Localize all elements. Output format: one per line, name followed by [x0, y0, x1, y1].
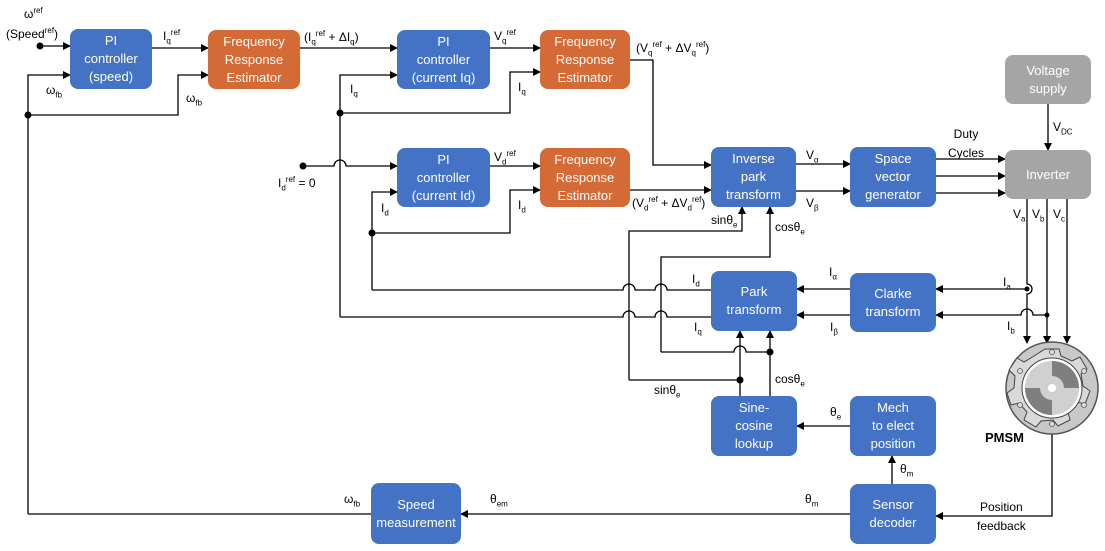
label-cos-theta-e-top: cosθe [775, 220, 805, 237]
label-v-beta: Vβ [806, 196, 819, 213]
speed-measurement-block: Speed measurement [371, 483, 461, 544]
label-speed-ref: (Speedref) [6, 26, 59, 41]
wire-iq-fb-fre [340, 68, 541, 114]
park-transform-block: Park transform [711, 271, 797, 331]
label-omega-fb-3: ωfb [344, 492, 361, 509]
label-vq-ref-delta: (Vqref + ΔVqref) [636, 40, 710, 58]
label-i-alpha: Iα [829, 265, 837, 282]
pi-controller-speed-block: PI controller (speed) [70, 29, 152, 89]
inverter-block: Inverter [1005, 150, 1091, 199]
label-theta-e: θe [830, 405, 842, 422]
label-vd-ref: Vdref [494, 149, 516, 167]
label-cos-theta-e-bottom: cosθe [775, 372, 805, 389]
junction-omega-fb [24, 111, 32, 119]
wire-cos-branch [661, 345, 770, 353]
mech-to-elect-position-block: Mech to elect position [850, 396, 936, 456]
label-ib: Ib [1007, 319, 1015, 336]
junction-id-ref [299, 162, 307, 170]
clarke-transform-block: Clarke transform [850, 273, 936, 332]
label-sin-theta-e-bottom: sinθe [654, 383, 681, 400]
label-position-feedback: Position feedback [977, 500, 1026, 533]
wire-vq-ref-delta [630, 59, 712, 169]
wire-omega-fb-fre [28, 71, 209, 116]
inverse-park-transform-block: Inverse park transform [711, 147, 796, 207]
wire-ib [935, 308, 1047, 319]
label-ia: Ia [1003, 275, 1011, 292]
label-pmsm: PMSM [985, 430, 1024, 445]
label-sin-theta-e-top: sinθe [711, 213, 738, 230]
label-id-1: Id [381, 201, 389, 218]
wire-va [1023, 199, 1033, 344]
wire-id-fb-fre [372, 186, 541, 234]
label-theta-m-up: θm [900, 462, 914, 479]
sine-cosine-lookup-block: Sine- cosine lookup [711, 396, 797, 456]
wire-position-feedback [935, 433, 1053, 520]
frequency-response-estimator-vd-block: Frequency Response Estimator [540, 148, 630, 207]
junction-ib [1044, 312, 1050, 318]
label-omega-ref: ωref [24, 6, 43, 21]
label-park-id: Id [692, 272, 700, 289]
label-va: Va [1013, 207, 1026, 224]
label-theta-m: θm [805, 492, 819, 509]
junction-cos [766, 348, 774, 356]
wire-iq-out [340, 310, 711, 318]
label-id-2: Id [518, 198, 526, 215]
pi-controller-iq-block: PI controller (current Iq) [397, 30, 490, 89]
pmsm-motor-icon [1005, 341, 1099, 435]
wire-id-out [372, 283, 711, 291]
space-vector-generator-block: Space vector generator [850, 147, 936, 207]
label-vq-ref: Vqref [494, 28, 516, 46]
junction-omega-ref [36, 42, 44, 50]
voltage-supply-block: Voltage supply [1005, 55, 1091, 104]
frequency-response-estimator-iq-block: Frequency Response Estimator [208, 30, 300, 89]
label-omega-fb-1: ωfb [46, 83, 63, 100]
label-duty-cycles: Duty Cycles [948, 127, 985, 160]
label-vdc: VDC [1053, 120, 1073, 137]
label-iq-ref: Iqref [163, 28, 181, 46]
label-omega-fb-2: ωfb [186, 91, 203, 108]
label-theta-em: θem [490, 492, 508, 509]
label-v-alpha: Vα [806, 148, 819, 165]
wire-sin-to-invpark [628, 206, 746, 380]
label-iq-ref-delta: (Iqref + ΔIq) [304, 29, 359, 47]
label-vb: Vb [1032, 207, 1045, 224]
label-park-iq: Iq [694, 320, 702, 337]
label-i-beta: Iβ [830, 320, 838, 337]
sensor-decoder-block: Sensor decoder [850, 484, 936, 544]
wire-cos-to-invpark [660, 206, 774, 352]
junction-id [368, 229, 376, 237]
pi-controller-id-block: PI controller (current Id) [397, 148, 490, 207]
label-id-ref-zero: Idref = 0 [278, 175, 316, 193]
label-iq-1: Iq [350, 82, 358, 99]
junction-ia [1024, 286, 1030, 292]
wire-id-fb-pi [371, 188, 398, 290]
label-vd-ref-delta: (Vdref + ΔVdref) [632, 195, 706, 213]
junction-iq [336, 109, 344, 117]
label-iq-2: Iq [518, 80, 526, 97]
wire-iq-fb-pi [339, 71, 398, 317]
junction-sin [736, 376, 744, 384]
label-vc: Vc [1053, 207, 1066, 224]
wire-id-ref [303, 159, 398, 170]
frequency-response-estimator-vq-block: Frequency Response Estimator [540, 30, 630, 89]
wire-omega-fb-pi [27, 71, 71, 514]
